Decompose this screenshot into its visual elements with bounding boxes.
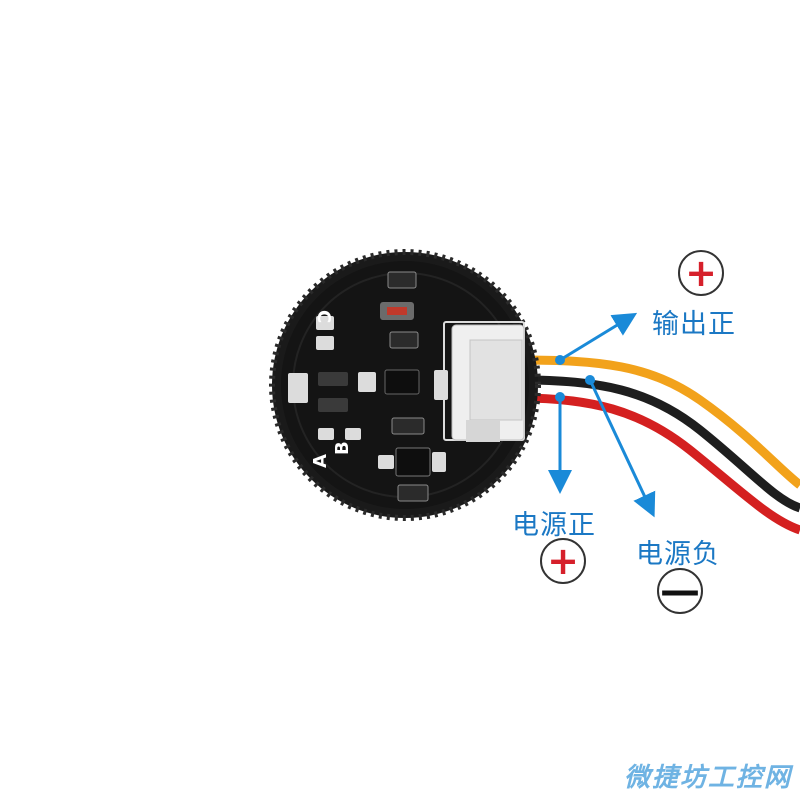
label-power-negative: 电源负 <box>636 539 720 570</box>
plus-sign-icon-output: + <box>678 250 724 296</box>
watermark-text: 微捷坊工控网 <box>623 763 792 793</box>
power-wire <box>519 393 800 535</box>
wire-connector <box>451 324 525 442</box>
pad-label-a: A <box>310 454 331 468</box>
wire-dot-ground <box>585 375 595 385</box>
output-wire <box>519 355 800 489</box>
label-output-positive: 输出正 <box>652 309 736 340</box>
pcb-board <box>269 249 541 521</box>
arrow-output <box>559 312 638 362</box>
wire-dot-output <box>555 355 565 365</box>
ground-wire <box>519 375 800 513</box>
wire-dot-power <box>555 392 565 402</box>
plus-sign-icon-power: + <box>540 538 586 584</box>
minus-sign-icon-ground: — <box>657 568 703 614</box>
pad-label-b: B <box>332 441 353 455</box>
arrow-power-negative <box>588 379 656 518</box>
label-power-positive: 电源正 <box>512 510 596 541</box>
pad-label-c: C <box>313 310 334 323</box>
